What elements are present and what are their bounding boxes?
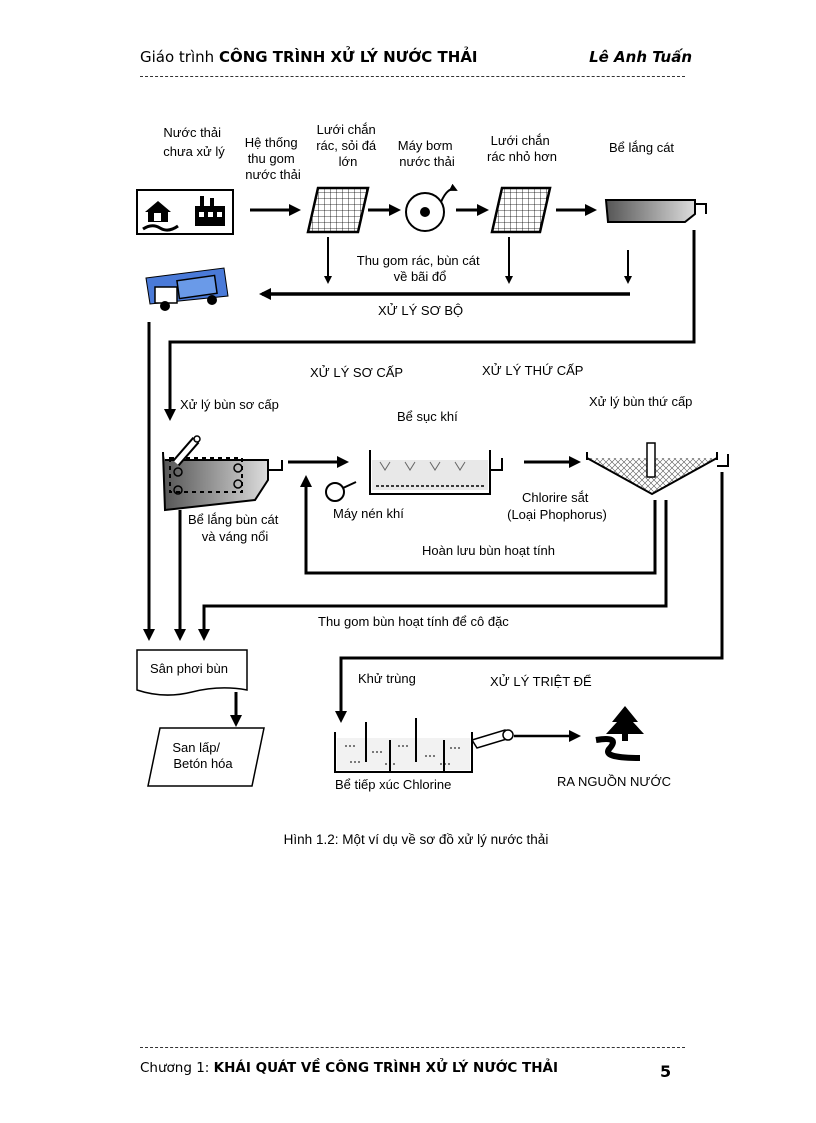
blower-label: Máy nén khí: [333, 506, 404, 521]
footer-chapter-prefix: Chương 1:: [140, 1060, 210, 1076]
primary-clarifier-icon: [162, 435, 283, 512]
footer-divider: [140, 1047, 685, 1048]
chlorine-contact-tank-icon: [334, 718, 514, 773]
header-title: CÔNG TRÌNH XỬ LÝ NƯỚC THẢI: [218, 48, 478, 66]
drying-bed-box: [136, 649, 248, 696]
header-divider: [140, 76, 685, 77]
tertiary-treatment-label: XỬ LÝ TRIỆT ĐỂ: [490, 674, 592, 689]
header-author: Lê Anh Tuấn: [589, 48, 692, 66]
fine-screen-label: Lưới chắn rác nhỏ hơn: [487, 133, 557, 164]
discharge-label: RA NGUỒN NƯỚC: [557, 774, 671, 789]
page-footer: Chương 1: KHÁI QUÁT VỀ CÔNG TRÌNH XỬ LÝ …: [140, 1060, 680, 1076]
preliminary-label: XỬ LÝ SƠ BỘ: [378, 303, 463, 318]
debris-label: Thu gom rác, bùn cát về bãi đổ: [357, 253, 483, 284]
air-blower-icon: [325, 481, 357, 502]
figure-caption: Hình 1.2: Một ví dụ về sơ đồ xử lý nước …: [284, 832, 549, 847]
dump-truck-icon: [145, 267, 229, 311]
aeration-tank-label: Bể sục khí: [397, 409, 458, 424]
chemical-label: Chlorire sắt (Loại Phophorus): [507, 490, 607, 522]
page-header: Giáo trình CÔNG TRÌNH XỬ LÝ NƯỚC THẢI Lê…: [140, 48, 692, 70]
fine-screen-icon: [490, 186, 552, 234]
raw-water-label: Nước thải chưa xử lý: [163, 125, 225, 159]
secondary-sludge-label: Xử lý bùn thứ cấp: [589, 394, 692, 409]
river-tree-icon: [595, 706, 644, 761]
coarse-screen-label: Lưới chắn rác, sỏi đá lớn: [316, 122, 380, 169]
effluent-line: [335, 472, 724, 723]
aeration-tank-icon: [369, 450, 503, 495]
flow-line-to-primary: [164, 230, 696, 421]
return-sludge-line: [300, 475, 657, 575]
grit-tank-label: Bể lắng cát: [609, 140, 674, 155]
house-factory-icon: [136, 189, 234, 235]
disinfection-label: Khử trùng: [358, 671, 416, 686]
collection-system-label: Hệ thống thu gom nước thải: [245, 135, 301, 182]
primary-treatment-label: XỬ LÝ SƠ CẤP: [310, 365, 403, 380]
drying-bed-label: Sân phơi bùn: [150, 661, 228, 676]
secondary-clarifier-icon: [586, 442, 729, 496]
primary-clarifier-label: Bể lắng bùn cát và váng nổi: [188, 512, 282, 544]
thickening-line: [198, 500, 668, 641]
footer-chapter-title: KHÁI QUÁT VỀ CÔNG TRÌNH XỬ LÝ NƯỚC THẢI: [213, 1060, 558, 1076]
landfill-box: [147, 727, 265, 787]
return-sludge-label: Hoàn lưu bùn hoạt tính: [422, 543, 555, 558]
thickening-label: Thu gom bùn hoạt tính để cô đặc: [318, 614, 509, 629]
header-prefix: Giáo trình: [140, 48, 215, 66]
landfill-label: San lấp/ Betón hóa: [172, 740, 233, 771]
coarse-screen-icon: [306, 186, 370, 234]
primary-sludge-label: Xử lý bùn sơ cấp: [180, 397, 279, 412]
pump-label: Máy bơm nước thải: [398, 138, 456, 169]
secondary-treatment-label: XỬ LÝ THỨ CẤP: [482, 363, 583, 378]
pump-icon: [405, 183, 458, 232]
header-title-line: Giáo trình CÔNG TRÌNH XỬ LÝ NƯỚC THẢI: [140, 48, 478, 66]
contact-tank-label: Bể tiếp xúc Chlorine: [335, 777, 451, 792]
grit-tank-icon: [604, 199, 707, 223]
page-number: 5: [660, 1062, 672, 1081]
